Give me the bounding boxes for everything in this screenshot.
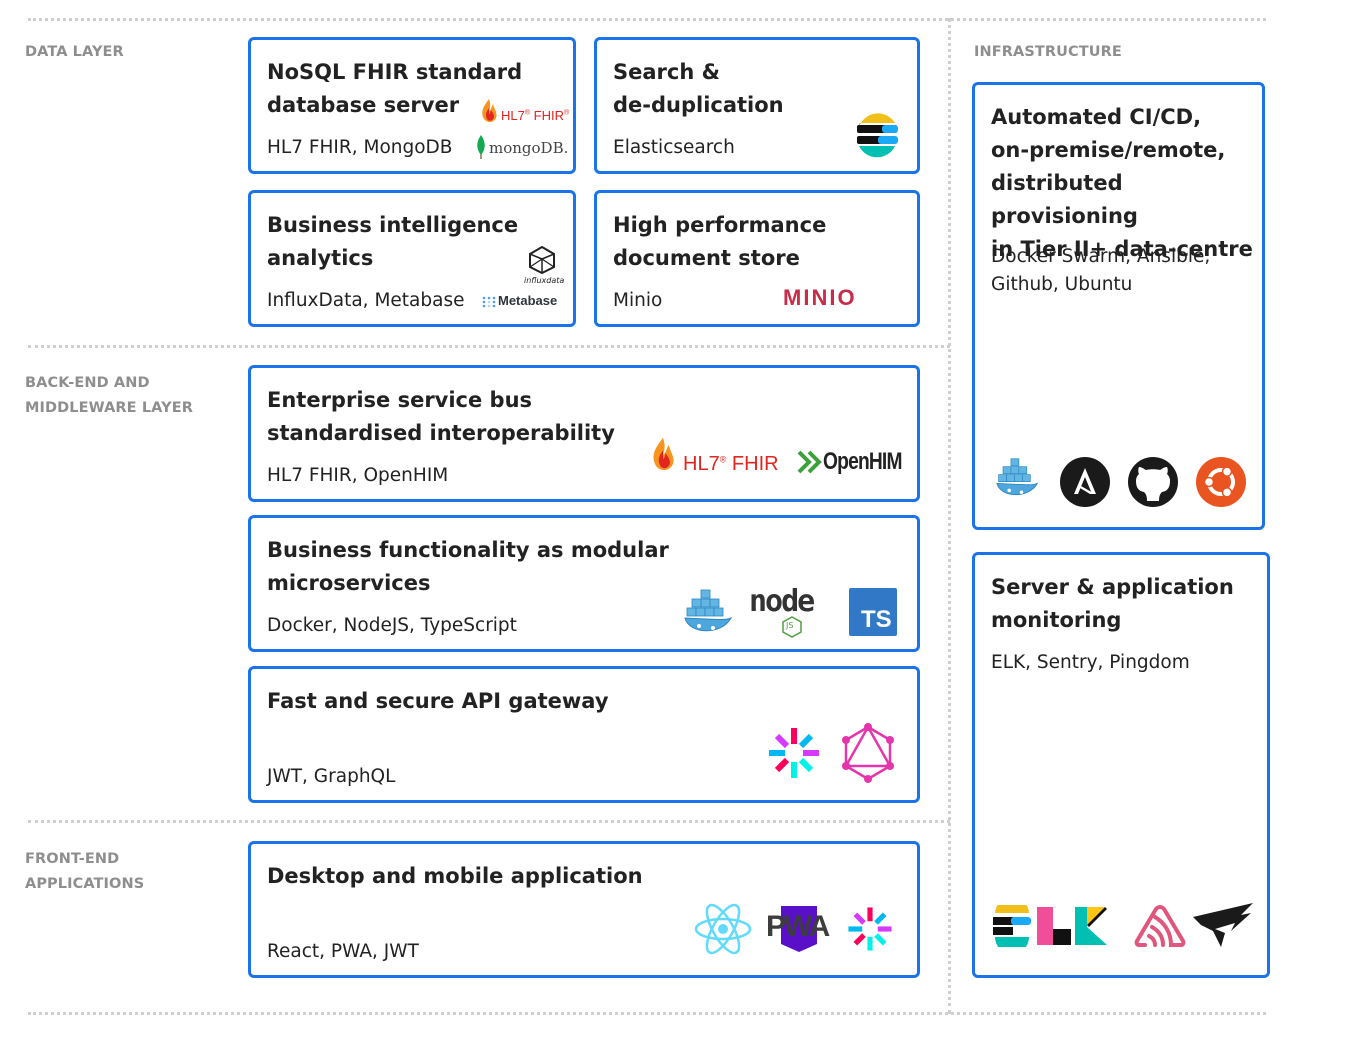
- mongodb-text: mongoDB.: [489, 139, 569, 157]
- mongodb-leaf-icon: [475, 135, 487, 159]
- card-title: High performance document store: [613, 213, 827, 270]
- docker-icon: [683, 588, 735, 638]
- backend-frontend-divider: [28, 820, 950, 823]
- elasticsearch-icon: [854, 112, 900, 158]
- microservices-card: Business functionality as modular micros…: [248, 515, 920, 652]
- docker-icon: [995, 457, 1041, 501]
- esb-card: Enterprise service bus standardised inte…: [248, 365, 920, 502]
- card-tech: Docker, NodeJS, TypeScript: [267, 615, 517, 636]
- metabase-text: Metabase: [498, 293, 558, 308]
- card-tech: JWT, GraphQL: [267, 766, 396, 787]
- infrastructure-divider: [948, 18, 951, 1014]
- search-card: Search & de-duplication Elasticsearch: [594, 37, 920, 174]
- card-tech: InfluxData, Metabase: [267, 290, 465, 311]
- card-title: Desktop and mobile application: [267, 864, 643, 888]
- hl7-fhir-logo: [649, 436, 677, 476]
- card-tech: Docker Swarm, Ansible, Github, Ubuntu: [991, 246, 1211, 295]
- monitoring-card: Server & application monitoring ELK, Sen…: [972, 552, 1270, 978]
- card-title: Enterprise service bus standardised inte…: [267, 388, 615, 445]
- frontend-layer-label: FRONT-END APPLICATIONS: [25, 851, 145, 892]
- nodejs-text: node: [749, 584, 815, 619]
- graphql-icon: [839, 722, 897, 784]
- ansible-icon: [1059, 456, 1111, 508]
- nosql-card: NoSQL FHIR standard database server HL7 …: [248, 37, 576, 174]
- hl7-fhir-logo-text: HL7® FHIR: [683, 453, 779, 475]
- bi-card: Business intelligence analytics InfluxDa…: [248, 190, 576, 327]
- hl7-text: HL7: [501, 108, 525, 123]
- typescript-icon: [849, 588, 897, 636]
- data-backend-divider: [28, 345, 950, 348]
- openhim-chevrons-icon: [797, 450, 825, 474]
- sentry-icon: [1133, 903, 1187, 949]
- jwt-icon: [765, 724, 823, 782]
- elk-icon: [991, 905, 1111, 947]
- card-title: Automated CI/CD, on-premise/remote, dist…: [991, 105, 1253, 261]
- typescript-text: TS: [861, 606, 892, 633]
- card-title: Business intelligence analytics: [267, 213, 519, 270]
- fhir-text: FHIR: [533, 108, 564, 123]
- pingdom-icon: [1191, 901, 1255, 951]
- card-tech: Elasticsearch: [613, 137, 735, 158]
- frontend-card: Desktop and mobile application React, PW…: [248, 841, 920, 978]
- docstore-card: High performance document store Minio MI…: [594, 190, 920, 327]
- hl7-text: HL7: [683, 453, 720, 475]
- gateway-card: Fast and secure API gateway JWT, GraphQL: [248, 666, 920, 803]
- card-title: Business functionality as modular micros…: [267, 538, 669, 595]
- cicd-card: Automated CI/CD, on-premise/remote, dist…: [972, 82, 1265, 530]
- card-title: Search & de-duplication: [613, 60, 784, 117]
- nodejs-js-text: JS: [786, 621, 794, 630]
- influxdata-icon: [527, 245, 557, 275]
- jwt-icon: [845, 904, 895, 954]
- minio-logo: MINIO: [783, 285, 857, 310]
- infrastructure-label: INFRASTRUCTURE: [974, 44, 1122, 60]
- metabase-icon: [482, 296, 496, 308]
- openhim-text: OpenHIM: [823, 448, 902, 475]
- hl7-fhir-logo: [479, 98, 499, 126]
- card-title: NoSQL FHIR standard database server: [267, 60, 523, 117]
- backend-layer-label: BACK-END AND MIDDLEWARE LAYER: [25, 375, 193, 416]
- card-tech: HL7 FHIR, MongoDB: [267, 137, 453, 158]
- card-tech: Minio: [613, 290, 663, 311]
- card-tech: ELK, Sentry, Pingdom: [991, 652, 1190, 673]
- card-tech: HL7 FHIR, OpenHIM: [267, 465, 449, 486]
- data-layer-label: DATA LAYER: [25, 44, 124, 60]
- card-tech: React, PWA, JWT: [267, 941, 419, 962]
- hl7-fhir-logo-text: HL7® FHIR®: [501, 108, 570, 123]
- top-divider: [28, 18, 1266, 21]
- pwa-shape-icon: [781, 906, 817, 952]
- bottom-divider: [28, 1012, 1266, 1015]
- fhir-text: FHIR: [731, 453, 779, 475]
- card-title: Server & application monitoring: [991, 575, 1234, 632]
- card-title: Fast and secure API gateway: [267, 689, 609, 713]
- influxdata-text: influxdata: [524, 276, 565, 285]
- react-icon: [693, 902, 753, 956]
- pwa-text: PWA: [766, 910, 830, 943]
- github-icon: [1127, 456, 1179, 508]
- nodejs-hexagon-icon: [781, 616, 803, 638]
- ubuntu-icon: [1195, 456, 1247, 508]
